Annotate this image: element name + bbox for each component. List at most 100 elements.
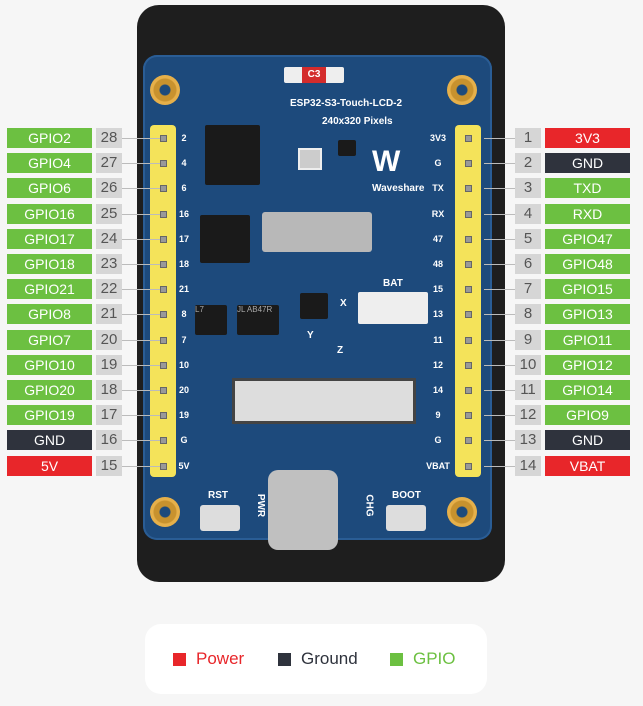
silkscreen-label: 8 [181,309,187,320]
leader-line [122,339,162,341]
header-pin [465,160,472,168]
battery-label: BAT [383,278,403,289]
pin-label: GPIO9 [545,405,630,426]
legend-ground: Ground [278,649,358,669]
legend: Power Ground GPIO [145,624,487,694]
pin-label: 3V3 [545,128,630,148]
header-pin [160,462,167,470]
imu-chip [300,293,328,319]
leader-line [484,465,515,467]
pin-label: GPIO8 [7,304,92,325]
chg-label: CHG [363,494,375,517]
rst-button[interactable] [200,505,240,531]
battery-connector [358,292,428,324]
header-pin [160,286,167,294]
header-pin [465,261,472,268]
cap-label: C3 [302,67,326,83]
leader-line [122,238,162,240]
brand-label: Waveshare [372,183,425,194]
pin-number: 15 [96,455,122,476]
leader-line [122,415,162,417]
chip-mark: L7 [195,305,227,335]
pin-number: 6 [515,254,541,274]
pin-label: GPIO47 [545,228,630,249]
flash-chip [200,215,250,263]
pin-label: GPIO2 [7,128,92,148]
silkscreen-label: RX [431,208,445,219]
pin-number: 14 [515,455,541,476]
pin-label: GPIO16 [7,203,92,224]
pin-label: 5V [7,455,92,476]
mount-hole [150,497,180,527]
pin-label: GPIO11 [545,329,630,350]
pin-label: GPIO19 [7,405,92,426]
axis-x: X [340,298,347,309]
header-pin [465,210,472,218]
silkscreen-label: 20 [178,385,189,395]
pin-number: 26 [96,178,122,199]
silkscreen-label: 5V [178,460,190,471]
leader-line [122,163,162,165]
header-pin [160,235,167,243]
waveshare-logo-icon: W [372,145,401,178]
pin-label: GND [545,153,630,174]
boot-button[interactable] [386,505,426,531]
silkscreen-label: 10 [178,359,189,370]
pin-label: GPIO12 [545,354,630,375]
leader-line [122,264,162,265]
pin-label: GPIO20 [7,380,92,400]
leader-line [484,314,515,316]
header-pin [465,235,472,243]
leader-line [122,138,162,139]
silkscreen-label: 12 [432,359,443,370]
silkscreen-label: 13 [432,309,443,320]
silkscreen-label: 15 [432,284,443,295]
pin-label: GPIO6 [7,178,92,199]
pin-number: 7 [515,279,541,300]
pin-label: TXD [545,178,630,199]
mount-hole [447,75,477,105]
header-pin [465,387,472,394]
leader-line [484,364,515,366]
board-title: ESP32-S3-Touch-LCD-2 [290,98,403,109]
fpc-connector [232,378,416,424]
leader-line [122,188,162,190]
leader-line [484,415,515,417]
regulator [338,140,356,156]
pin-number: 4 [515,203,541,224]
leader-line [122,289,162,291]
pin-number: 24 [96,228,122,249]
pin-label: GPIO17 [7,228,92,249]
capacitor: C3 [284,67,344,83]
silkscreen-label: 4 [181,158,187,169]
header-pin [160,412,167,420]
header-pin [160,135,167,142]
silkscreen-label: 18 [178,259,189,269]
leader-line [122,465,162,467]
header-pin [160,261,167,268]
header-pin [160,160,167,168]
header-pin [465,336,472,344]
leader-line [484,163,515,165]
pin-label: GPIO18 [7,254,92,274]
pin-number: 5 [515,228,541,249]
legend-gpio-label: GPIO [413,649,456,668]
leader-line [122,213,162,215]
header-pin [465,412,472,420]
pin-number: 10 [515,354,541,375]
pin-number: 21 [96,304,122,325]
header-pin [465,286,472,294]
sensor [298,148,322,170]
pin-number: 9 [515,329,541,350]
pin-number: 16 [96,430,122,451]
header-pin [465,135,472,142]
left-header [150,125,176,477]
axis-y: Y [307,330,314,341]
silkscreen-label: 3V3 [429,133,446,143]
pin-label: GPIO10 [7,354,92,375]
boot-label: BOOT [392,490,421,501]
pin-label: GPIO13 [545,304,630,325]
pwr-label: PWR [255,493,267,518]
header-pin [160,437,167,445]
pin-number: 17 [96,405,122,426]
